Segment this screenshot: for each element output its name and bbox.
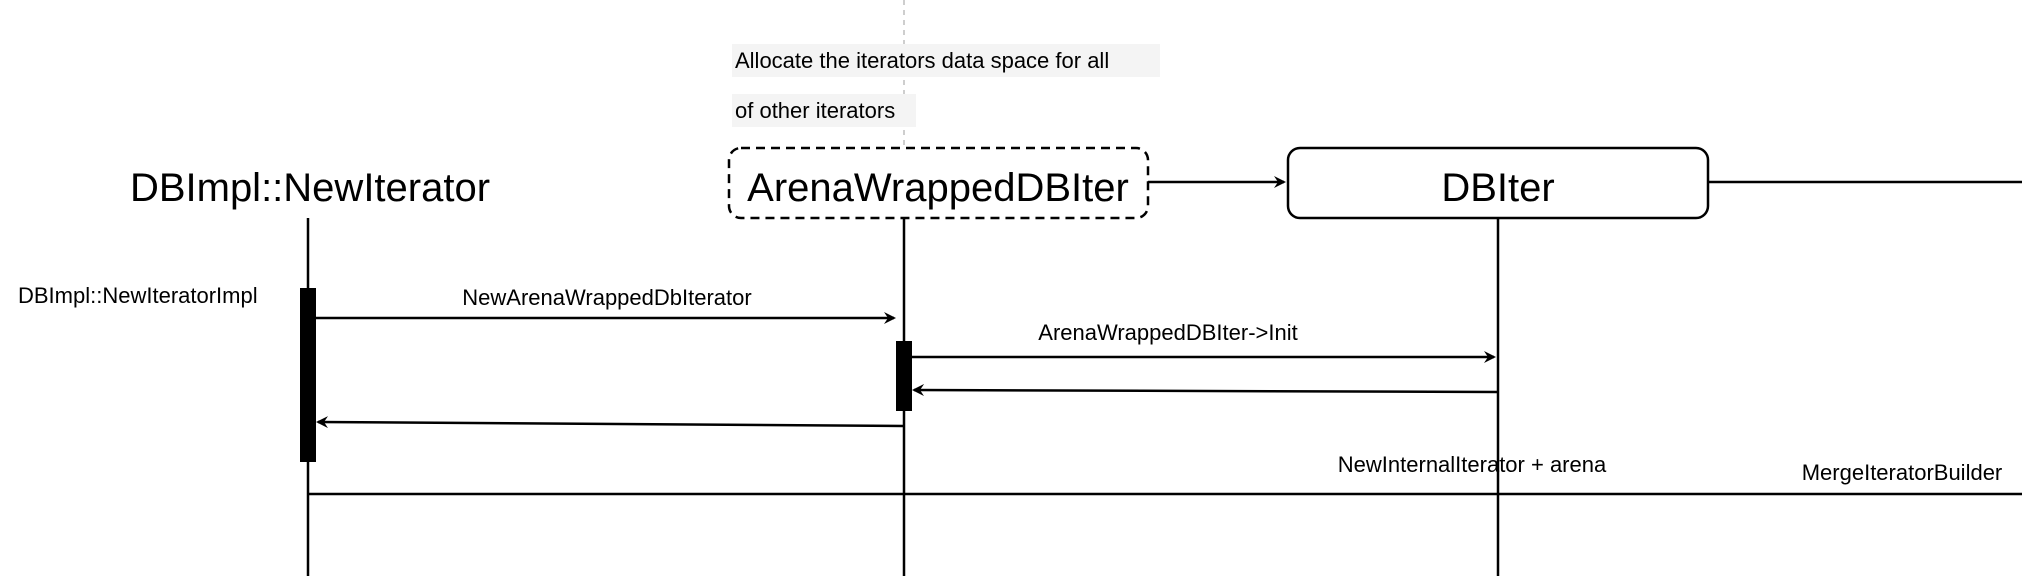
participant-arena-title: ArenaWrappedDBIter — [747, 166, 1129, 210]
return-arena-to-dbimpl-arrow — [316, 416, 905, 429]
participant-dbiter-title: DBIter — [1441, 166, 1554, 210]
message-new-arena-label: NewArenaWrappedDbIterator — [462, 285, 751, 310]
activation-dbimpl — [300, 288, 316, 462]
activation-label: DBImpl::NewIteratorImpl — [18, 283, 258, 308]
participant-dbimpl-title: DBImpl::NewIterator — [130, 166, 490, 210]
message-new-internal-label: NewInternalIterator + arena — [1338, 452, 1607, 477]
note-line-2: of other iterators — [735, 98, 895, 123]
message-init-label: ArenaWrappedDBIter->Init — [1038, 320, 1297, 345]
return-dbiter-to-arena-arrow — [912, 384, 1499, 397]
note: Allocate the iterators data space for al… — [732, 44, 1160, 127]
activation-arena — [896, 341, 912, 411]
message-merge-builder-label: MergeIteratorBuilder — [1802, 460, 2003, 485]
note-line-1: Allocate the iterators data space for al… — [735, 48, 1109, 73]
